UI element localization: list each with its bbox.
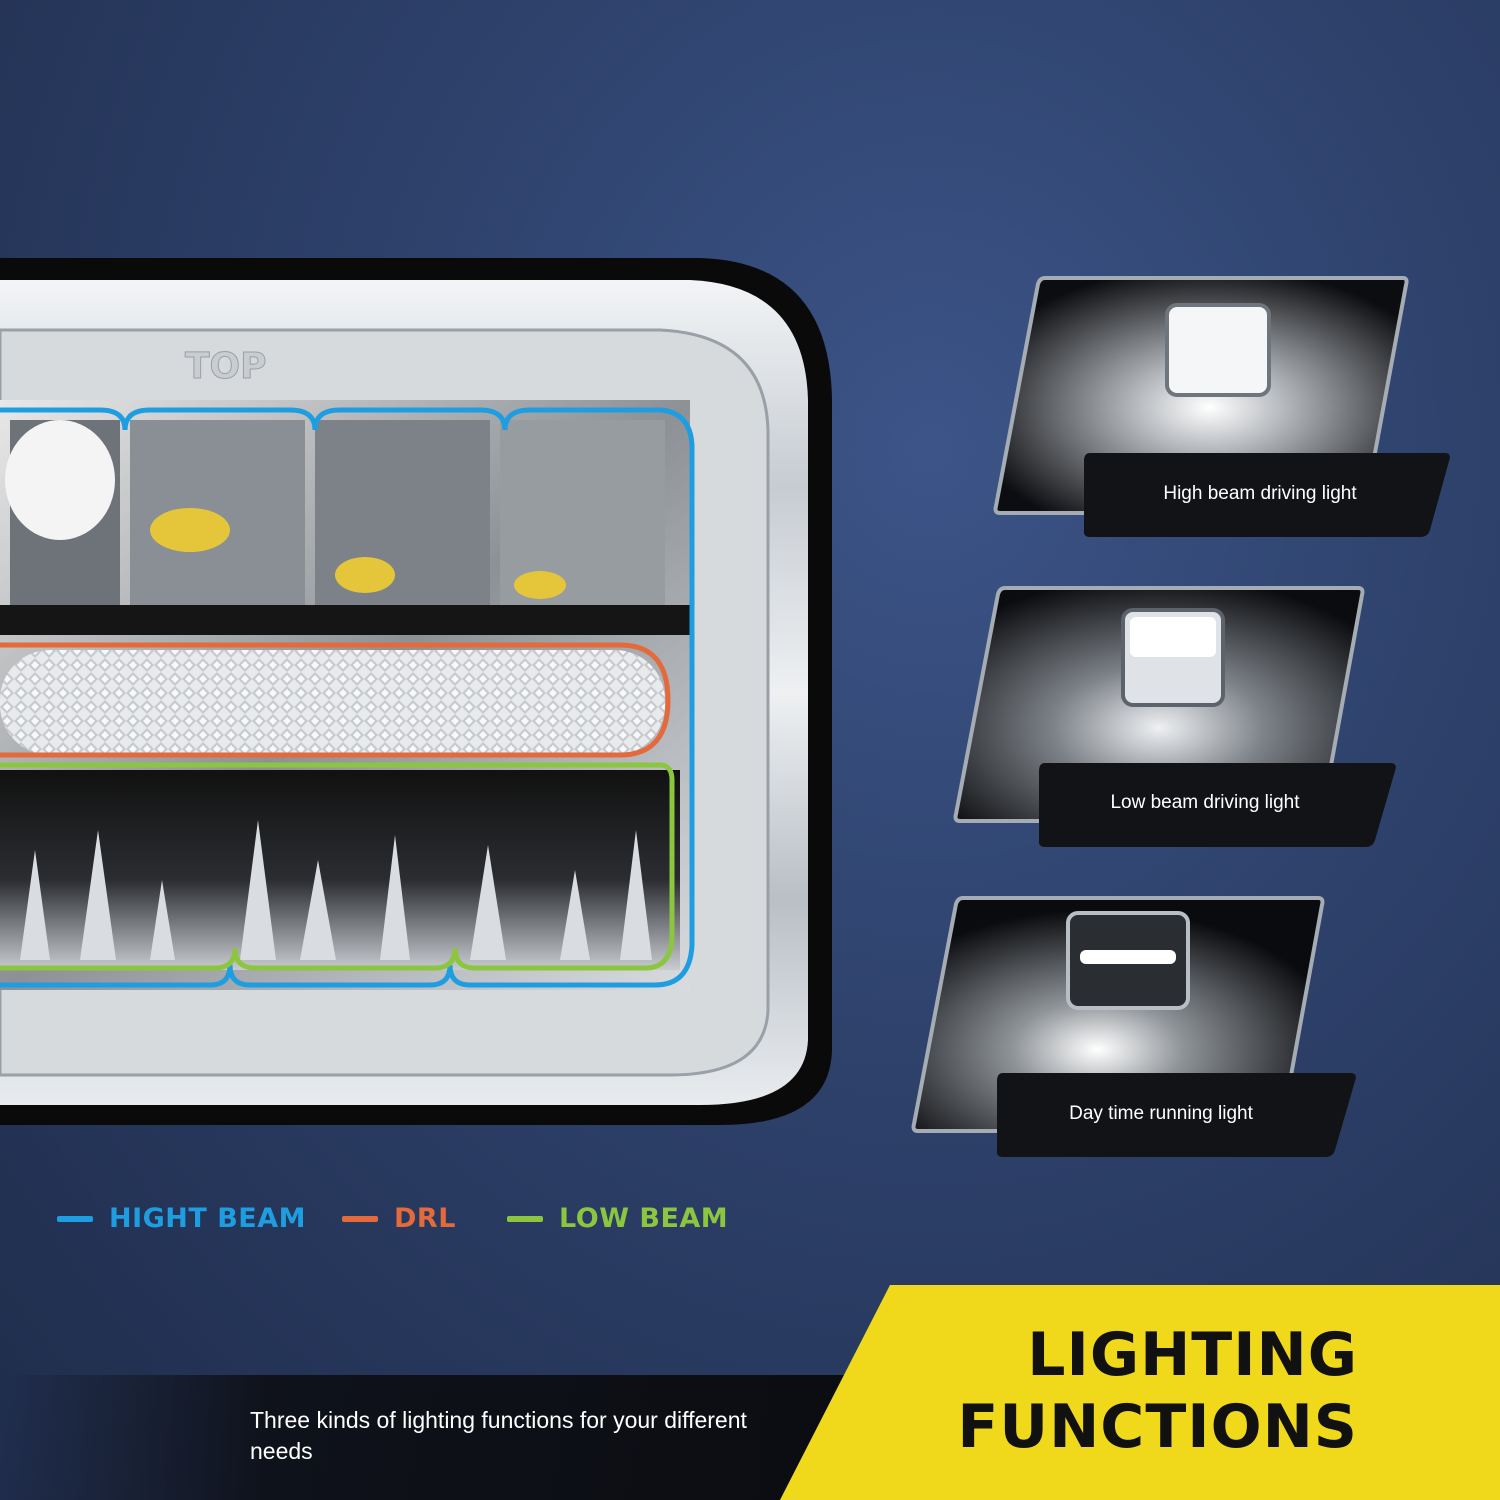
legend-item-high-beam: HIGHT BEAM [57, 1203, 306, 1234]
legend-label: LOW BEAM [559, 1203, 729, 1234]
high-beam-swatch [57, 1215, 93, 1222]
legend-label: HIGHT BEAM [109, 1203, 307, 1234]
emboss-text: TOP [185, 346, 267, 387]
drl-swatch [342, 1215, 378, 1222]
card-label: Low beam driving light [1110, 792, 1300, 813]
legend-item-low-beam: LOW BEAM [507, 1203, 728, 1234]
high-beam-card: High beam driving light [990, 275, 1460, 540]
low-beam-card: Low beam driving light [950, 585, 1400, 850]
headlamp-illustration: TOP [0, 258, 832, 1125]
daytime-running-photo [911, 896, 1356, 1157]
card-label: Day time running light [1069, 1103, 1253, 1124]
title-accent-panel [780, 1285, 1500, 1500]
title-line-1: LIGHTING [1027, 1320, 1358, 1390]
low-beam-photo [953, 586, 1396, 847]
legend-item-drl: DRL [342, 1203, 456, 1234]
bottom-banner [0, 1375, 900, 1500]
title-line-2: FUNCTIONS [957, 1392, 1358, 1462]
low-beam-swatch [507, 1215, 543, 1222]
card-label: High beam driving light [1163, 483, 1357, 504]
legend-label: DRL [394, 1203, 456, 1234]
daytime-running-card: Day time running light [908, 895, 1358, 1160]
subtitle-text: Three kinds of lighting functions for yo… [250, 1407, 747, 1464]
high-beam-photo [993, 276, 1450, 537]
